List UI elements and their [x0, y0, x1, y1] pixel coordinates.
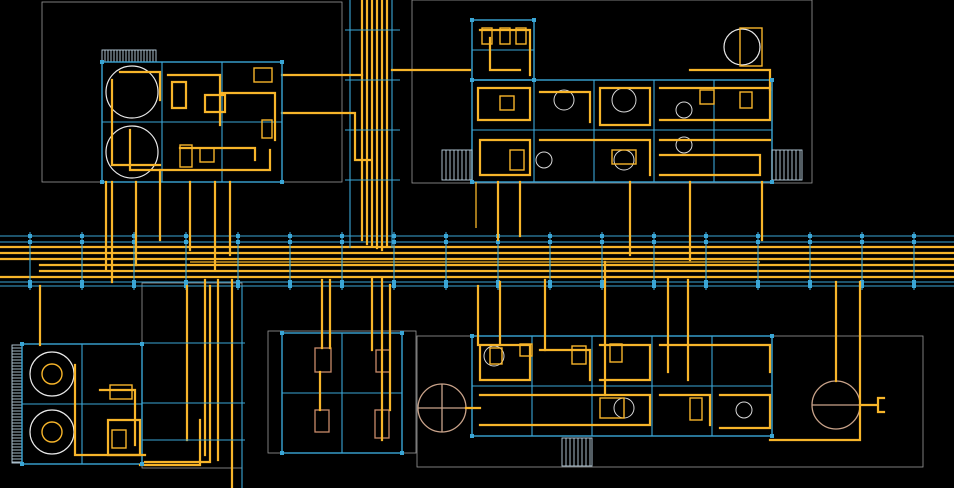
pump-unit [314, 347, 332, 373]
bottom-middle-plant [280, 276, 404, 455]
vent-grille [771, 149, 803, 181]
tank [723, 28, 761, 66]
grid-column-markers [28, 232, 916, 290]
top-left-plant [100, 49, 284, 284]
zone-boundary-bottom-right [416, 335, 924, 468]
main-pipe-bus [0, 245, 954, 279]
bottom-right-plant [417, 260, 886, 467]
zone-boundaries [41, 0, 924, 469]
tank [29, 409, 75, 455]
tank [29, 351, 75, 397]
riser-bundle [280, 0, 472, 252]
vent-grille [561, 437, 593, 467]
zone-boundary-top-right [411, 0, 813, 184]
tank [105, 125, 159, 179]
pump-unit [314, 409, 330, 433]
bottom-left-plant [11, 278, 245, 488]
tank [105, 65, 159, 119]
vent-grille [441, 149, 473, 181]
top-right-plant [441, 18, 803, 262]
